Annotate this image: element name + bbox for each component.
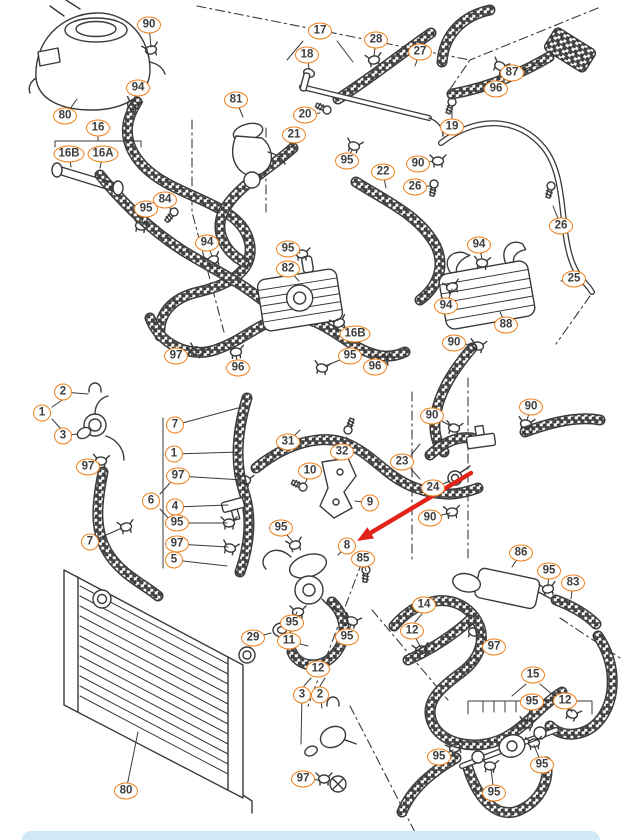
callout-24[interactable]: 24 [421, 479, 445, 497]
callout-86[interactable]: 86 [509, 544, 533, 562]
thermostat-housing [231, 122, 286, 189]
callout-95[interactable]: 95 [335, 152, 359, 170]
callout-9[interactable]: 9 [361, 494, 379, 512]
callout-7[interactable]: 7 [81, 533, 99, 551]
callout-17[interactable]: 17 [308, 22, 332, 40]
callout-95[interactable]: 95 [335, 628, 359, 646]
callout-11[interactable]: 11 [277, 632, 301, 650]
callout-15[interactable]: 15 [521, 666, 545, 684]
callout-97[interactable]: 97 [76, 458, 100, 476]
callout-31[interactable]: 31 [276, 433, 300, 451]
callout-94[interactable]: 94 [467, 236, 491, 254]
callout-10[interactable]: 10 [298, 462, 322, 480]
callout-90[interactable]: 90 [406, 155, 430, 173]
callout-90[interactable]: 90 [137, 16, 161, 34]
callout-81[interactable]: 81 [224, 91, 248, 109]
callout-90[interactable]: 90 [442, 334, 466, 352]
callout-94[interactable]: 94 [195, 234, 219, 252]
callout-83[interactable]: 83 [561, 574, 585, 592]
callout-80[interactable]: 80 [114, 782, 138, 800]
callout-21[interactable]: 21 [282, 126, 306, 144]
callout-97[interactable]: 97 [291, 770, 315, 788]
callout-2[interactable]: 2 [311, 686, 329, 704]
callout-96[interactable]: 96 [363, 358, 387, 376]
callout-94[interactable]: 94 [126, 79, 150, 97]
callout-96[interactable]: 96 [226, 359, 250, 377]
callout-97[interactable]: 97 [165, 535, 189, 553]
callout-6[interactable]: 6 [142, 492, 160, 510]
callout-3[interactable]: 3 [54, 427, 72, 445]
callout-16[interactable]: 16 [86, 119, 110, 137]
callout-95[interactable]: 95 [338, 347, 362, 365]
radiator [63, 569, 256, 814]
callout-22[interactable]: 22 [371, 163, 395, 181]
callout-90[interactable]: 90 [420, 407, 444, 425]
callout-87[interactable]: 87 [500, 64, 524, 82]
callout-14[interactable]: 14 [412, 596, 436, 614]
callout-8[interactable]: 8 [338, 537, 356, 555]
callout-25[interactable]: 25 [562, 270, 586, 288]
callout-5[interactable]: 5 [165, 551, 183, 569]
callout-32[interactable]: 32 [330, 443, 354, 461]
callout-12[interactable]: 12 [306, 660, 330, 678]
callout-80[interactable]: 80 [53, 107, 77, 125]
gearbox-oil-cooler [438, 241, 536, 330]
callout-3[interactable]: 3 [293, 686, 311, 704]
callout-12[interactable]: 12 [553, 692, 577, 710]
callout-97[interactable]: 97 [164, 347, 188, 365]
callout-27[interactable]: 27 [408, 43, 432, 61]
muffler-hose-end [543, 27, 597, 73]
callout-18[interactable]: 18 [295, 46, 319, 64]
callout-85[interactable]: 85 [351, 550, 375, 568]
callout-16B[interactable]: 16B [53, 145, 85, 163]
callout-97[interactable]: 97 [166, 467, 190, 485]
callout-26[interactable]: 26 [403, 178, 427, 196]
callout-90[interactable]: 90 [418, 509, 442, 527]
callout-84[interactable]: 84 [153, 191, 177, 209]
callout-19[interactable]: 19 [440, 118, 464, 136]
callout-7[interactable]: 7 [166, 416, 184, 434]
callout-82[interactable]: 82 [276, 260, 300, 278]
coolant-hoses [92, 4, 618, 819]
callout-96[interactable]: 96 [484, 80, 508, 98]
callout-90[interactable]: 90 [519, 398, 543, 416]
callout-23[interactable]: 23 [390, 453, 414, 471]
callout-95[interactable]: 95 [269, 519, 293, 537]
callout-20[interactable]: 20 [293, 106, 317, 124]
callout-95[interactable]: 95 [276, 240, 300, 258]
callout-28[interactable]: 28 [364, 31, 388, 49]
callout-95[interactable]: 95 [482, 784, 506, 802]
shutoff-valve [471, 726, 547, 764]
callout-2[interactable]: 2 [54, 383, 72, 401]
callout-4[interactable]: 4 [166, 498, 184, 516]
callout-12[interactable]: 12 [400, 622, 424, 640]
callout-95[interactable]: 95 [530, 756, 554, 774]
callout-97[interactable]: 97 [482, 638, 506, 656]
callout-95[interactable]: 95 [537, 562, 561, 580]
callout-95[interactable]: 95 [165, 514, 189, 532]
callout-16B[interactable]: 16B [339, 325, 371, 343]
callout-29[interactable]: 29 [241, 629, 265, 647]
callout-1[interactable]: 1 [165, 445, 183, 463]
expansion-tank [28, 0, 166, 111]
callout-26[interactable]: 26 [549, 217, 573, 235]
footer-bar [22, 831, 600, 840]
callout-16A[interactable]: 16A [87, 145, 119, 163]
callout-95[interactable]: 95 [134, 200, 158, 218]
callout-95[interactable]: 95 [427, 748, 451, 766]
callout-1[interactable]: 1 [33, 404, 51, 422]
pump-bracket [319, 457, 357, 519]
callout-95[interactable]: 95 [520, 693, 544, 711]
callout-95[interactable]: 95 [280, 614, 304, 632]
red-arrow [357, 470, 474, 541]
callout-94[interactable]: 94 [434, 297, 458, 315]
callout-88[interactable]: 88 [494, 316, 518, 334]
auxiliary-water-pump [262, 549, 342, 613]
